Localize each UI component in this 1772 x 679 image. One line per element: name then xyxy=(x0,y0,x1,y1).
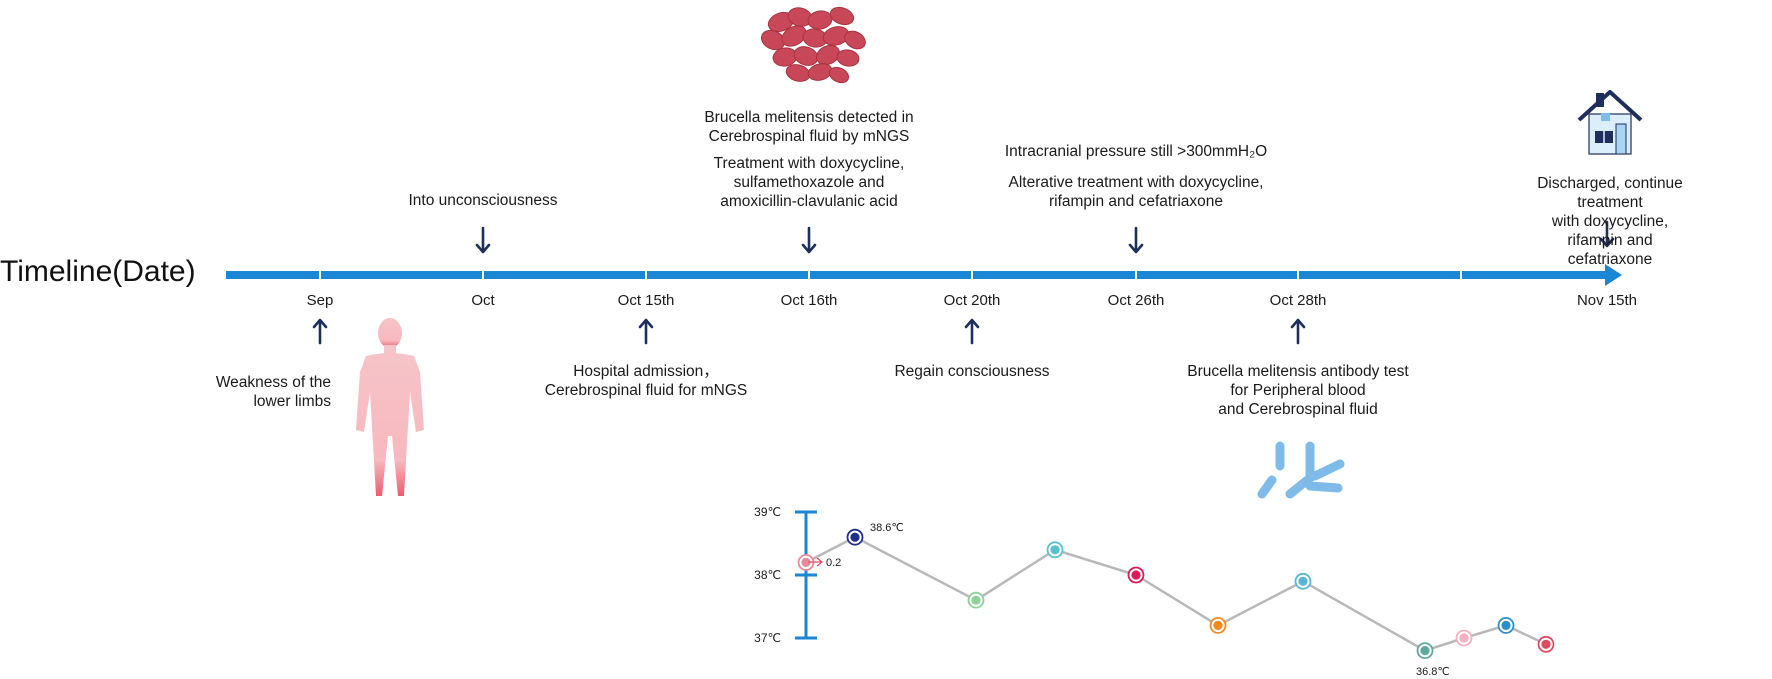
temperature-point-core xyxy=(801,557,811,568)
house-icon xyxy=(1577,90,1643,155)
event-antibody-test: Brucella melitensis antibody test for Pe… xyxy=(1187,363,1409,418)
human-body-icon xyxy=(356,318,424,496)
y-tick-label: 37℃ xyxy=(754,631,781,645)
temperature-series-line xyxy=(805,535,1547,652)
temperature-point-core xyxy=(1050,545,1060,555)
antibody-icon xyxy=(1257,441,1345,499)
event-discharged: Discharged, continue treatment with doxy… xyxy=(1537,175,1683,268)
timeline-arrowhead xyxy=(1605,264,1622,286)
date-tick-oct28: Oct 28th xyxy=(1269,292,1327,309)
up-arrow-icon xyxy=(312,318,328,345)
low-temperature-label: 36.8℃ xyxy=(1416,666,1450,678)
timeline-title: Timeline(Date) xyxy=(0,255,196,288)
down-arrow-icon xyxy=(1128,226,1144,254)
event-brucella-detected: Brucella melitensis detected in Cerebros… xyxy=(704,109,914,145)
temperature-point-core xyxy=(1213,620,1223,631)
peak-temperature-label: 38.6℃ xyxy=(870,522,904,534)
date-tick-oct: Oct xyxy=(471,292,495,309)
y-tick-label: 39℃ xyxy=(754,505,781,519)
temperature-point-core xyxy=(1131,570,1141,580)
temperature-point-core xyxy=(1420,646,1430,656)
date-tick-oct26: Oct 26th xyxy=(1107,292,1165,309)
temperature-point-core xyxy=(850,532,860,542)
event-into-unconsciousness: Into unconsciousness xyxy=(408,192,558,209)
temperature-point-core xyxy=(1459,633,1469,643)
date-tick-nov15: Nov 15th xyxy=(1576,292,1638,309)
down-arrow-icon xyxy=(475,226,491,254)
date-tick-sep: Sep xyxy=(306,292,334,309)
range-value-label: 0.2 xyxy=(826,557,842,569)
event-regain-consciousness: Regain consciousness xyxy=(894,363,1050,380)
temperature-point-core xyxy=(1541,639,1551,649)
up-arrow-icon xyxy=(964,318,980,345)
event-initial-treatment: Treatment with doxycycline, sulfamethoxa… xyxy=(713,155,905,210)
bacteria-cluster-icon xyxy=(760,6,866,84)
timeline-separators xyxy=(319,270,1462,280)
temperature-point-core xyxy=(1298,576,1308,586)
up-arrow-icon xyxy=(638,318,654,345)
y-tick-label: 38℃ xyxy=(754,568,781,582)
temperature-range-bracket xyxy=(795,510,817,640)
date-tick-oct20: Oct 20th xyxy=(943,292,1001,309)
temperature-point-core xyxy=(1501,620,1511,631)
event-hospital-admission: Hospital admission， Cerebrospinal fluid … xyxy=(544,363,748,399)
event-alterative-treatment: Alterative treatment with doxycycline, r… xyxy=(1008,174,1264,210)
down-arrow-icon xyxy=(1599,220,1615,248)
event-weakness-lower-limbs: Weakness of the lower limbs xyxy=(215,374,331,410)
down-arrow-icon xyxy=(801,226,817,254)
event-intracranial-pressure: Intracranial pressure still >300mmH₂O xyxy=(1004,143,1268,160)
temperature-point-core xyxy=(971,595,981,605)
range-marker-arrow xyxy=(808,557,823,567)
date-tick-oct16: Oct 16th xyxy=(780,292,838,309)
date-tick-oct15: Oct 15th xyxy=(617,292,675,309)
timeline-bar xyxy=(226,271,1607,279)
up-arrow-icon xyxy=(1290,318,1306,345)
temperature-chart xyxy=(797,528,1555,659)
